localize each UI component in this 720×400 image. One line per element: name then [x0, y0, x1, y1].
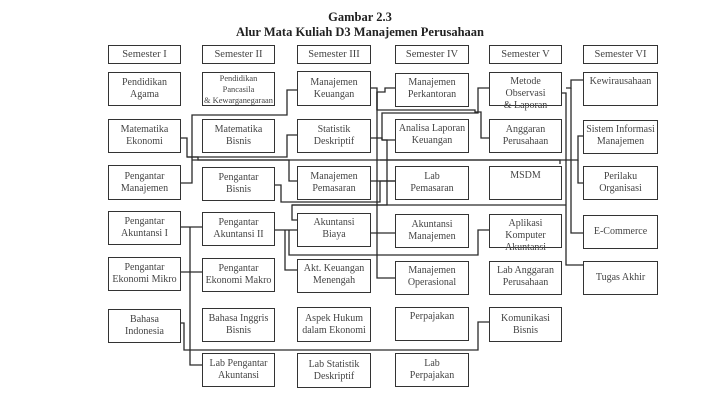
connector [577, 160, 583, 184]
course-box: Statistik Deskriptif [297, 119, 371, 153]
connector [284, 230, 297, 271]
course-box: Metode Observasi & Laporan [489, 72, 562, 111]
course-box: MSDM [489, 166, 562, 200]
course-box: Pengantar Bisnis [202, 167, 275, 201]
course-box: Pendidikan Pancasila & Kewarganegaraan [202, 72, 275, 106]
course-box: Manajemen Perkantoran [395, 73, 469, 107]
course-box: Pengantar Ekonomi Makro [202, 258, 275, 292]
semester-header-6: Semester VI [583, 45, 658, 64]
course-box: Komunikasi Bisnis [489, 307, 562, 342]
course-box: Bahasa Inggris Bisnis [202, 308, 275, 342]
course-box: Pengantar Akuntansi I [108, 211, 181, 245]
course-box: Lab Pemasaran [395, 166, 469, 200]
course-box: Analisa Laporan Keuangan [395, 119, 469, 153]
course-box: Pengantar Akuntansi II [202, 212, 275, 246]
semester-header-3: Semester III [297, 45, 371, 64]
connector [376, 87, 395, 110]
course-box: Lab Anggaran Perusahaan [489, 261, 562, 295]
figure-number: Gambar 2.3 [328, 10, 392, 24]
course-box: Bahasa Indonesia [108, 309, 181, 343]
course-box: Akuntansi Biaya [297, 213, 371, 247]
connector [189, 227, 202, 366]
connector [566, 79, 583, 89]
semester-header-1: Semester I [108, 45, 181, 64]
semester-header-4: Semester IV [395, 45, 469, 64]
course-box: Akt. Keuangan Menengah [297, 259, 371, 293]
course-box: Pengantar Manajemen [108, 165, 181, 200]
connector [380, 135, 583, 161]
course-box: Anggaran Perusahaan [489, 119, 562, 153]
connector [180, 89, 297, 184]
diagram-title: Alur Mata Kuliah D3 Manajemen Perusahaan [235, 25, 485, 39]
connector [381, 87, 489, 140]
course-box: Matematika Ekonomi [108, 119, 181, 153]
semester-header-5: Semester V [489, 45, 562, 64]
connector [180, 321, 489, 351]
course-box: Lab Pengantar Akuntansi [202, 353, 275, 387]
course-box: Lab Perpajakan [395, 353, 469, 387]
course-box: Manajemen Keuangan [297, 71, 371, 106]
course-box: Sistem Informasi Manajemen [583, 120, 658, 154]
course-box: Perilaku Organisasi [583, 166, 658, 200]
course-box: Pendidikan Agama [108, 72, 181, 106]
semester-header-2: Semester II [202, 45, 275, 64]
connector [561, 92, 583, 266]
course-box: Akuntansi Manajemen [395, 214, 469, 248]
course-box: Perpajakan [395, 307, 469, 341]
course-box: Kewirausahaan [583, 72, 658, 106]
course-box: Aspek Hukum dalam Ekonomi [297, 307, 371, 342]
connector [570, 88, 583, 234]
connector [288, 229, 489, 256]
connector [180, 134, 297, 158]
course-box: Pengantar Ekonomi Mikro [108, 257, 181, 291]
course-box: E-Commerce [583, 215, 658, 249]
course-box: Lab Statistik Deskriptif [297, 353, 371, 388]
course-box: Manajemen Pemasaran [297, 166, 371, 200]
course-box: Tugas Akhir [583, 261, 658, 295]
connector [376, 92, 395, 279]
course-box: Aplikasi Komputer Akuntansi [489, 214, 562, 253]
course-box: Manajemen Operasional [395, 261, 469, 295]
course-box: Matematika Bisnis [202, 119, 275, 153]
